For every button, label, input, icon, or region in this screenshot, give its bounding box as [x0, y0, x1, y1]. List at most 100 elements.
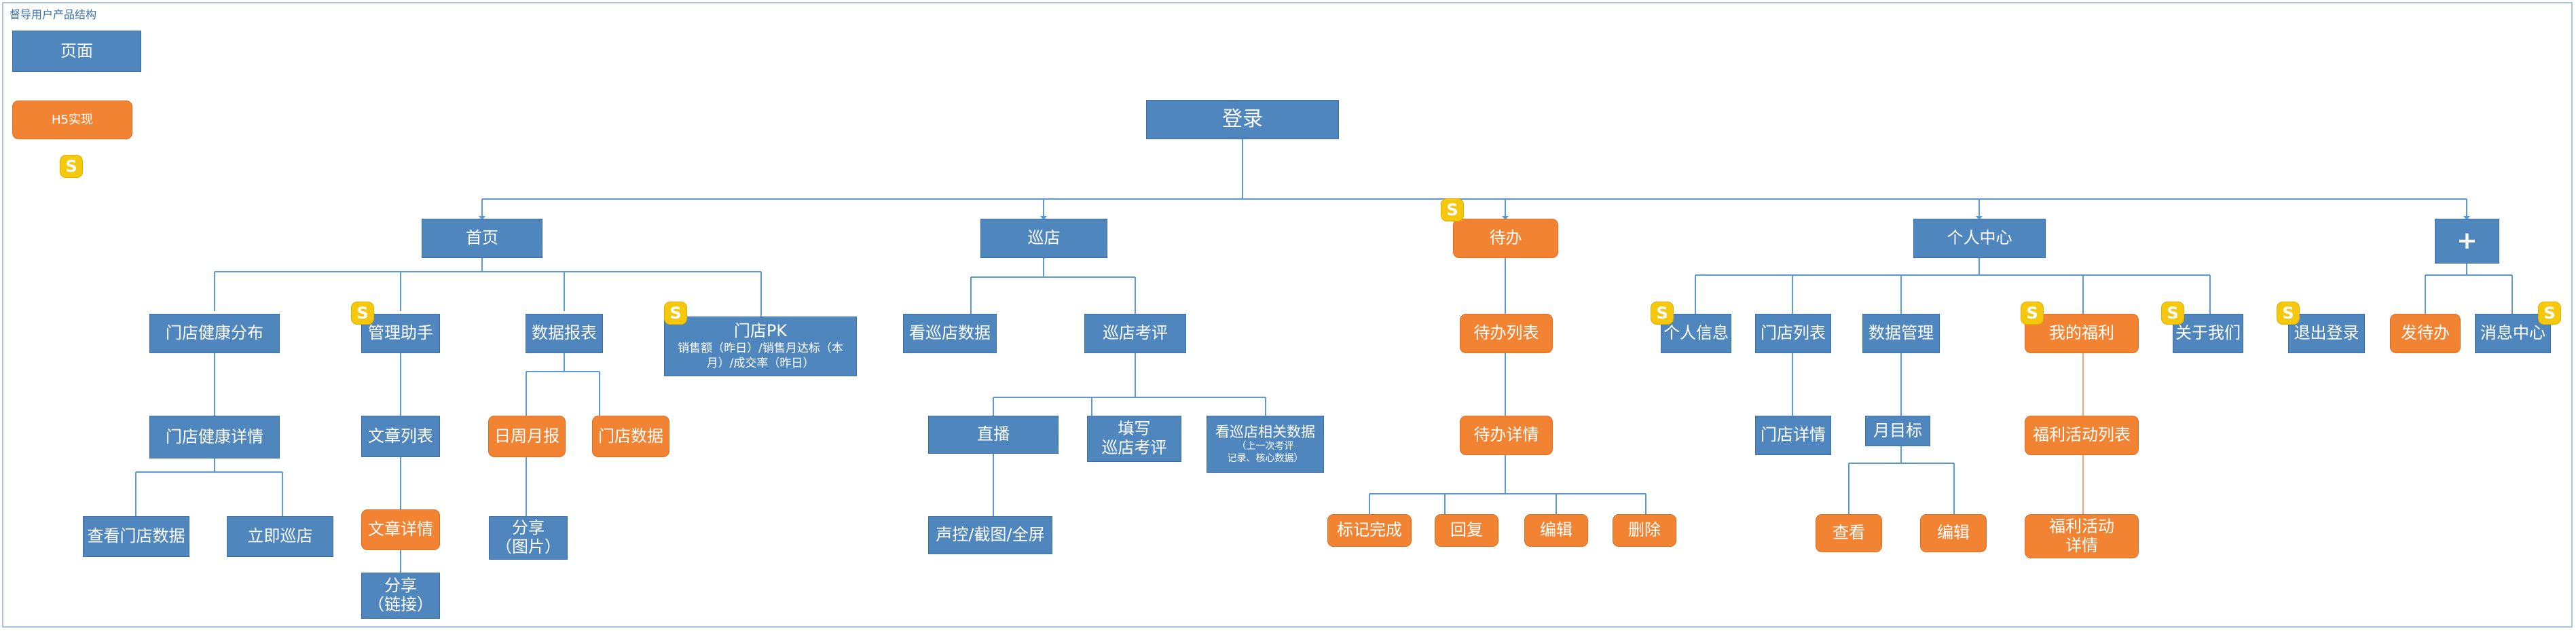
node-home: 首页	[422, 219, 542, 258]
node-view-related-label1: 看巡店相关数据	[1215, 423, 1315, 440]
node-edit-target-label: 编辑	[1937, 523, 1970, 543]
node-welfare-detail-label1: 福利活动	[2049, 516, 2114, 536]
node-store-data: 门店数据	[592, 416, 669, 457]
node-my-welfare-label: 我的福利	[2049, 323, 2114, 343]
node-patrol-label: 巡店	[1027, 228, 1061, 248]
node-mark-done: 标记完成	[1327, 514, 1412, 547]
node-welfare-list: 福利活动列表	[2025, 416, 2139, 455]
node-data-management: 数据管理	[1862, 314, 1940, 353]
node-send-todo: 发待办	[2390, 314, 2461, 353]
node-store-list: 门店列表	[1755, 314, 1831, 353]
node-view-related-label2: （上一次考评	[1236, 440, 1294, 452]
node-logout: 退出登录	[2288, 314, 2365, 353]
node-share-image-label2: （图片）	[496, 537, 561, 556]
node-start-patrol-label: 立即巡店	[247, 526, 313, 546]
node-edit-target: 编辑	[1920, 514, 1987, 552]
node-weekly-monthly-report-label: 日周月报	[494, 426, 559, 446]
node-personal-center-label: 个人中心	[1947, 228, 2012, 248]
node-share-link-label1: 分享	[384, 576, 417, 596]
node-live: 直播	[928, 416, 1059, 454]
s-badge-my-welfare: S	[2021, 302, 2044, 325]
node-store-detail-label: 门店详情	[1761, 425, 1826, 445]
node-share-link-label2: （链接）	[368, 595, 433, 614]
node-patrol: 巡店	[980, 219, 1107, 258]
node-view-patrol-data: 看巡店数据	[903, 314, 997, 353]
node-edit-label: 编辑	[1540, 520, 1572, 540]
node-delete: 删除	[1613, 514, 1676, 547]
node-store-pk-sub1: 销售额（昨日）/销售月达标（本	[678, 341, 843, 355]
s-badge-message-center: S	[2538, 302, 2561, 325]
node-todo-label: 待办	[1489, 228, 1522, 248]
node-logout-label: 退出登录	[2294, 323, 2359, 343]
node-store-health-label: 门店健康分布	[166, 323, 263, 343]
node-fill-review-label1: 填写	[1118, 419, 1151, 439]
node-view-related-label3: 记录、核心数据）	[1227, 453, 1304, 465]
node-plus: +	[2435, 219, 2499, 264]
node-welfare-detail-label2: 详情	[2065, 535, 2098, 555]
node-about-us: 关于我们	[2173, 314, 2243, 353]
node-view-patrol-data-label: 看巡店数据	[909, 323, 991, 343]
node-mark-done-label: 标记完成	[1337, 520, 1402, 540]
node-todo-list: 待办列表	[1460, 314, 1553, 353]
node-monthly-target-label: 月目标	[1873, 420, 1922, 440]
node-manage-helper: 管理助手	[361, 314, 440, 353]
s-badge-store-pk: S	[664, 302, 687, 325]
node-patrol-review: 巡店考评	[1084, 314, 1186, 353]
node-message-center-label: 消息中心	[2480, 323, 2545, 343]
node-data-management-label: 数据管理	[1869, 323, 1934, 343]
node-article-detail: 文章详情	[361, 509, 440, 550]
node-view-store-data-label: 查看门店数据	[87, 526, 185, 546]
node-about-us-label: 关于我们	[2175, 323, 2241, 343]
node-data-report: 数据报表	[526, 314, 603, 353]
legend-page-label: 页面	[60, 41, 93, 60]
node-patrol-review-label: 巡店考评	[1103, 323, 1168, 343]
node-edit: 编辑	[1524, 514, 1588, 547]
s-badge-logout: S	[2277, 302, 2300, 325]
node-store-data-label: 门店数据	[598, 426, 663, 446]
node-login-label: 登录	[1222, 107, 1263, 131]
diagram-title: 督导用户产品结构	[10, 8, 97, 21]
node-data-report-label: 数据报表	[532, 323, 597, 343]
node-store-health-detail: 门店健康详情	[149, 416, 280, 458]
s-badge-todo: S	[1441, 198, 1464, 221]
node-share-image: 分享 （图片）	[489, 516, 568, 560]
node-share-link: 分享 （链接）	[361, 573, 440, 619]
node-article-list: 文章列表	[361, 416, 440, 457]
node-welfare-list-label: 福利活动列表	[2033, 425, 2131, 445]
legend-h5-node: H5实现	[12, 101, 132, 139]
node-live-label: 直播	[977, 425, 1010, 444]
node-monthly-target: 月目标	[1865, 416, 1930, 446]
node-view-related-data: 看巡店相关数据 （上一次考评 记录、核心数据）	[1207, 416, 1324, 473]
s-badge-about-us: S	[2161, 302, 2184, 325]
node-manage-helper-label: 管理助手	[368, 323, 433, 343]
legend-page-node: 页面	[12, 31, 141, 72]
node-weekly-monthly-report: 日周月报	[488, 416, 566, 457]
node-welfare-detail: 福利活动 详情	[2025, 514, 2139, 558]
node-view-label: 查看	[1833, 523, 1865, 543]
node-send-todo-label: 发待办	[2401, 323, 2450, 343]
node-todo-detail-label: 待办详情	[1473, 425, 1539, 445]
node-store-list-label: 门店列表	[1761, 323, 1826, 343]
s-badge-manage-helper: S	[351, 302, 374, 325]
node-personal-center: 个人中心	[1913, 219, 2046, 258]
node-start-patrol: 立即巡店	[227, 516, 333, 557]
node-todo: 待办	[1453, 219, 1558, 258]
node-personal-info-label: 个人信息	[1663, 323, 1729, 343]
node-delete-label: 删除	[1628, 520, 1661, 540]
node-voice-control-label: 声控/截图/全屏	[936, 525, 1045, 545]
s-badge-personal-info: S	[1651, 302, 1674, 325]
node-store-health-detail-label: 门店健康详情	[166, 427, 263, 446]
node-reply-label: 回复	[1450, 520, 1483, 540]
node-article-detail-label: 文章详情	[368, 520, 433, 539]
node-article-list-label: 文章列表	[368, 426, 433, 446]
node-view: 查看	[1816, 514, 1882, 552]
node-login: 登录	[1146, 100, 1339, 139]
node-home-label: 首页	[466, 228, 498, 248]
node-store-pk: 门店PK 销售额（昨日）/销售月达标（本 月）/成交率（昨日）	[664, 317, 857, 376]
node-my-welfare: 我的福利	[2025, 314, 2139, 353]
node-store-pk-sub2: 月）/成交率（昨日）	[706, 356, 815, 370]
node-view-store-data: 查看门店数据	[83, 516, 189, 557]
node-store-detail: 门店详情	[1755, 416, 1831, 455]
